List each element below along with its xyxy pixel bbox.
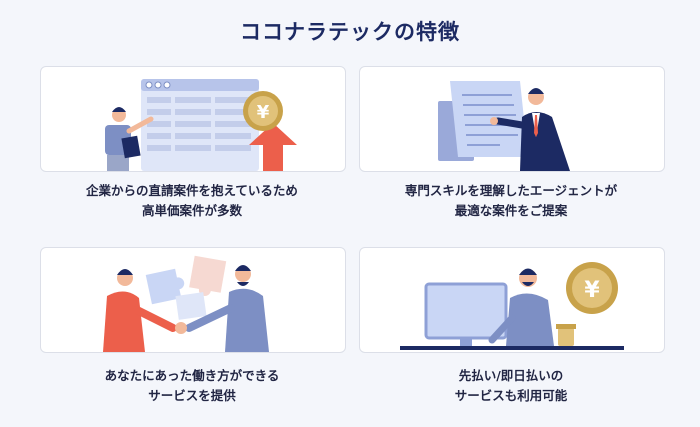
feature-card-payment: ¥ <box>359 247 665 353</box>
feature-caption-line: あなたにあった働き方ができる <box>104 368 280 383</box>
feature-caption-line: 専門スキルを理解したエージェントが <box>404 183 618 198</box>
feature-caption-workstyle: あなたにあった働き方ができる サービスを提供 <box>40 366 344 406</box>
svg-text:¥: ¥ <box>257 102 270 123</box>
feature-caption-high-pay: 企業からの直請案件を抱えているため 高単価案件が多数 <box>40 181 344 221</box>
feature-caption-line: サービスも利用可能 <box>454 388 568 403</box>
feature-caption-line: 高単価案件が多数 <box>141 203 242 218</box>
page-title: ココナラテックの特徴 <box>240 20 460 44</box>
feature-caption-line: 先払い/即日払いの <box>458 368 564 383</box>
feature-caption-payment: 先払い/即日払いの サービスも利用可能 <box>359 366 663 406</box>
puzzle-handshake-icon <box>103 255 269 352</box>
feature-card-agent <box>359 66 665 172</box>
feature-caption-agent: 専門スキルを理解したエージェントが 最適な案件をご提案 <box>359 181 663 221</box>
feature-card-high-pay: ¥ <box>40 66 346 172</box>
feature-caption-line: 企業からの直請案件を抱えているため <box>86 183 298 198</box>
feature-caption-line: 最適な案件をご提案 <box>454 203 568 218</box>
presentation-yen-arrow-icon: ¥ <box>105 79 297 171</box>
feature-card-workstyle <box>40 247 346 353</box>
svg-text:¥: ¥ <box>584 278 600 303</box>
agent-document-icon <box>438 81 570 171</box>
feature-caption-line: サービスを提供 <box>148 388 236 403</box>
computer-yen-coin-icon: ¥ <box>400 262 624 350</box>
